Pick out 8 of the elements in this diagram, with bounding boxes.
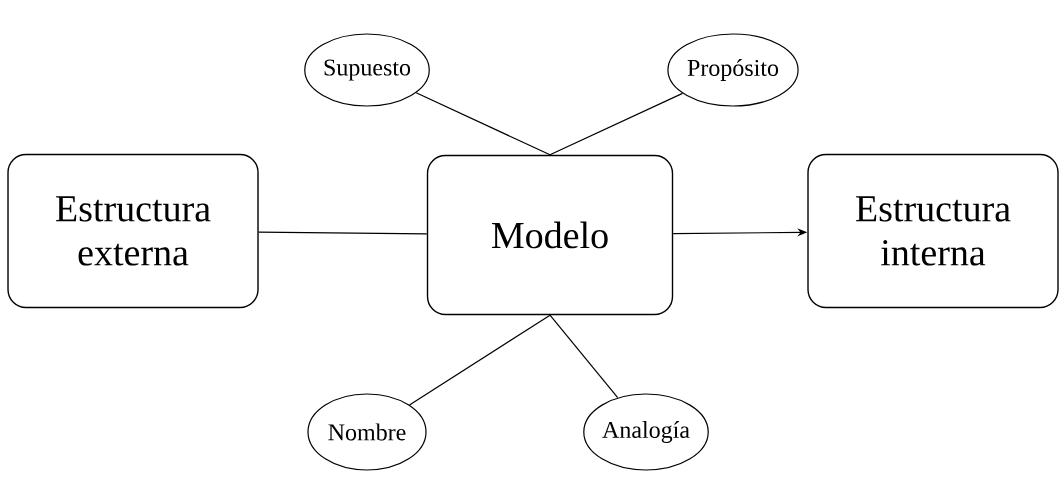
connector-line [415,92,551,156]
connector-line [549,92,684,156]
concept-box: Modelo [426,154,674,316]
concept-box: Estructura interna [807,153,1059,309]
connector-line [408,314,551,406]
connector-line [258,231,428,235]
connector-line [549,314,619,399]
concept-box: Estructura externa [7,153,259,309]
